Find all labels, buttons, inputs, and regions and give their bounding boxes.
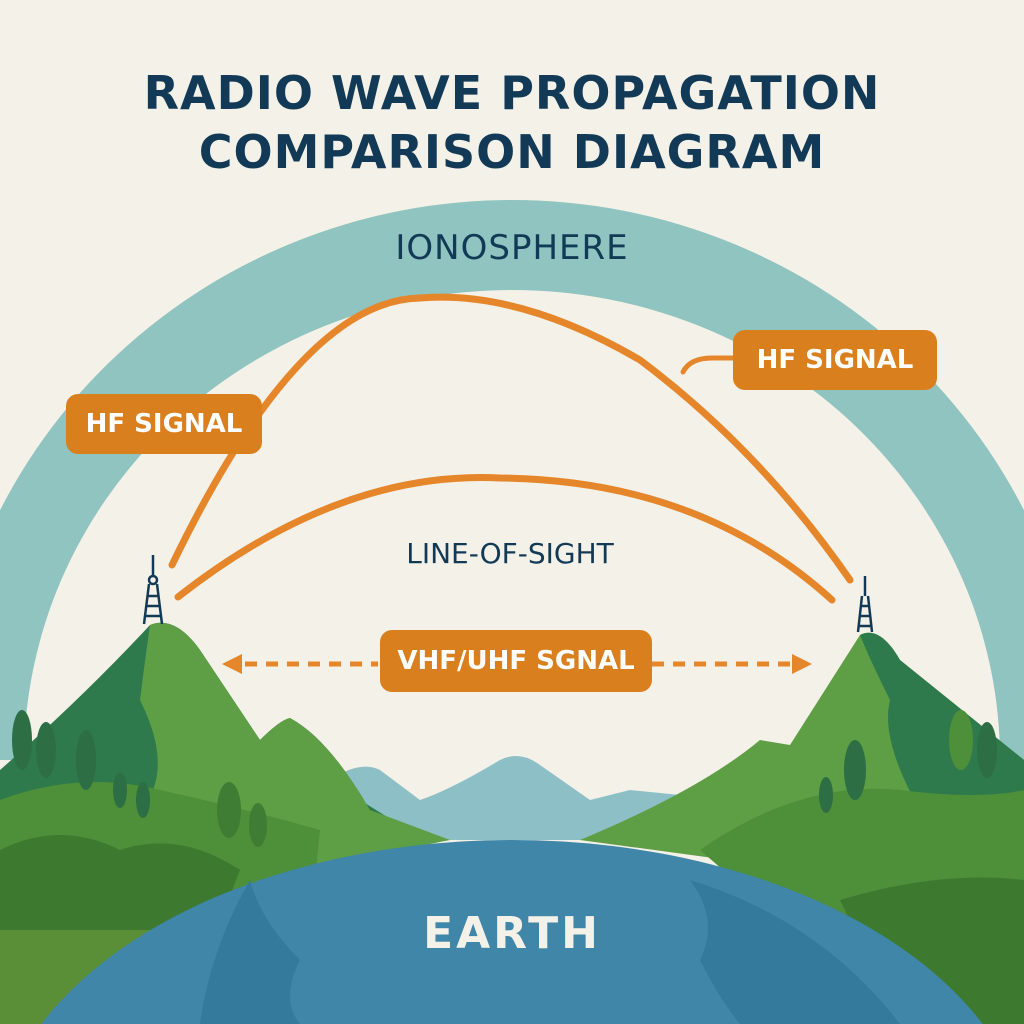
line-of-sight-label: LINE-OF-SIGHT: [406, 537, 614, 570]
distant-hills: [320, 756, 700, 840]
right-mountains: [580, 632, 1024, 1024]
hf-signal-left-callout: HF SIGNAL: [66, 394, 262, 454]
left-mountains: [0, 622, 450, 1024]
arrow-right-icon: [792, 654, 812, 674]
hf-signal-right-callout: HF SIGNAL: [733, 330, 937, 390]
hf-skywave-path: [168, 293, 854, 584]
hf-right-leader: [680, 355, 737, 375]
radio-tower-icon: [142, 555, 164, 625]
earth-label: EARTH: [423, 908, 601, 959]
radio-tower-icon: [856, 576, 874, 633]
earth-globe: [41, 840, 983, 1024]
title-line-2: COMPARISON DIAGRAM: [198, 125, 826, 179]
ionosphere-label: IONOSPHERE: [395, 228, 629, 268]
vhf-uhf-signal-callout: VHF/UHF SGNAL: [380, 630, 652, 692]
line-of-sight-path: [174, 474, 836, 604]
signal-paths: [168, 293, 854, 604]
title-line-1: RADIO WAVE PROPAGATION: [143, 66, 881, 120]
arrow-left-icon: [222, 654, 242, 674]
